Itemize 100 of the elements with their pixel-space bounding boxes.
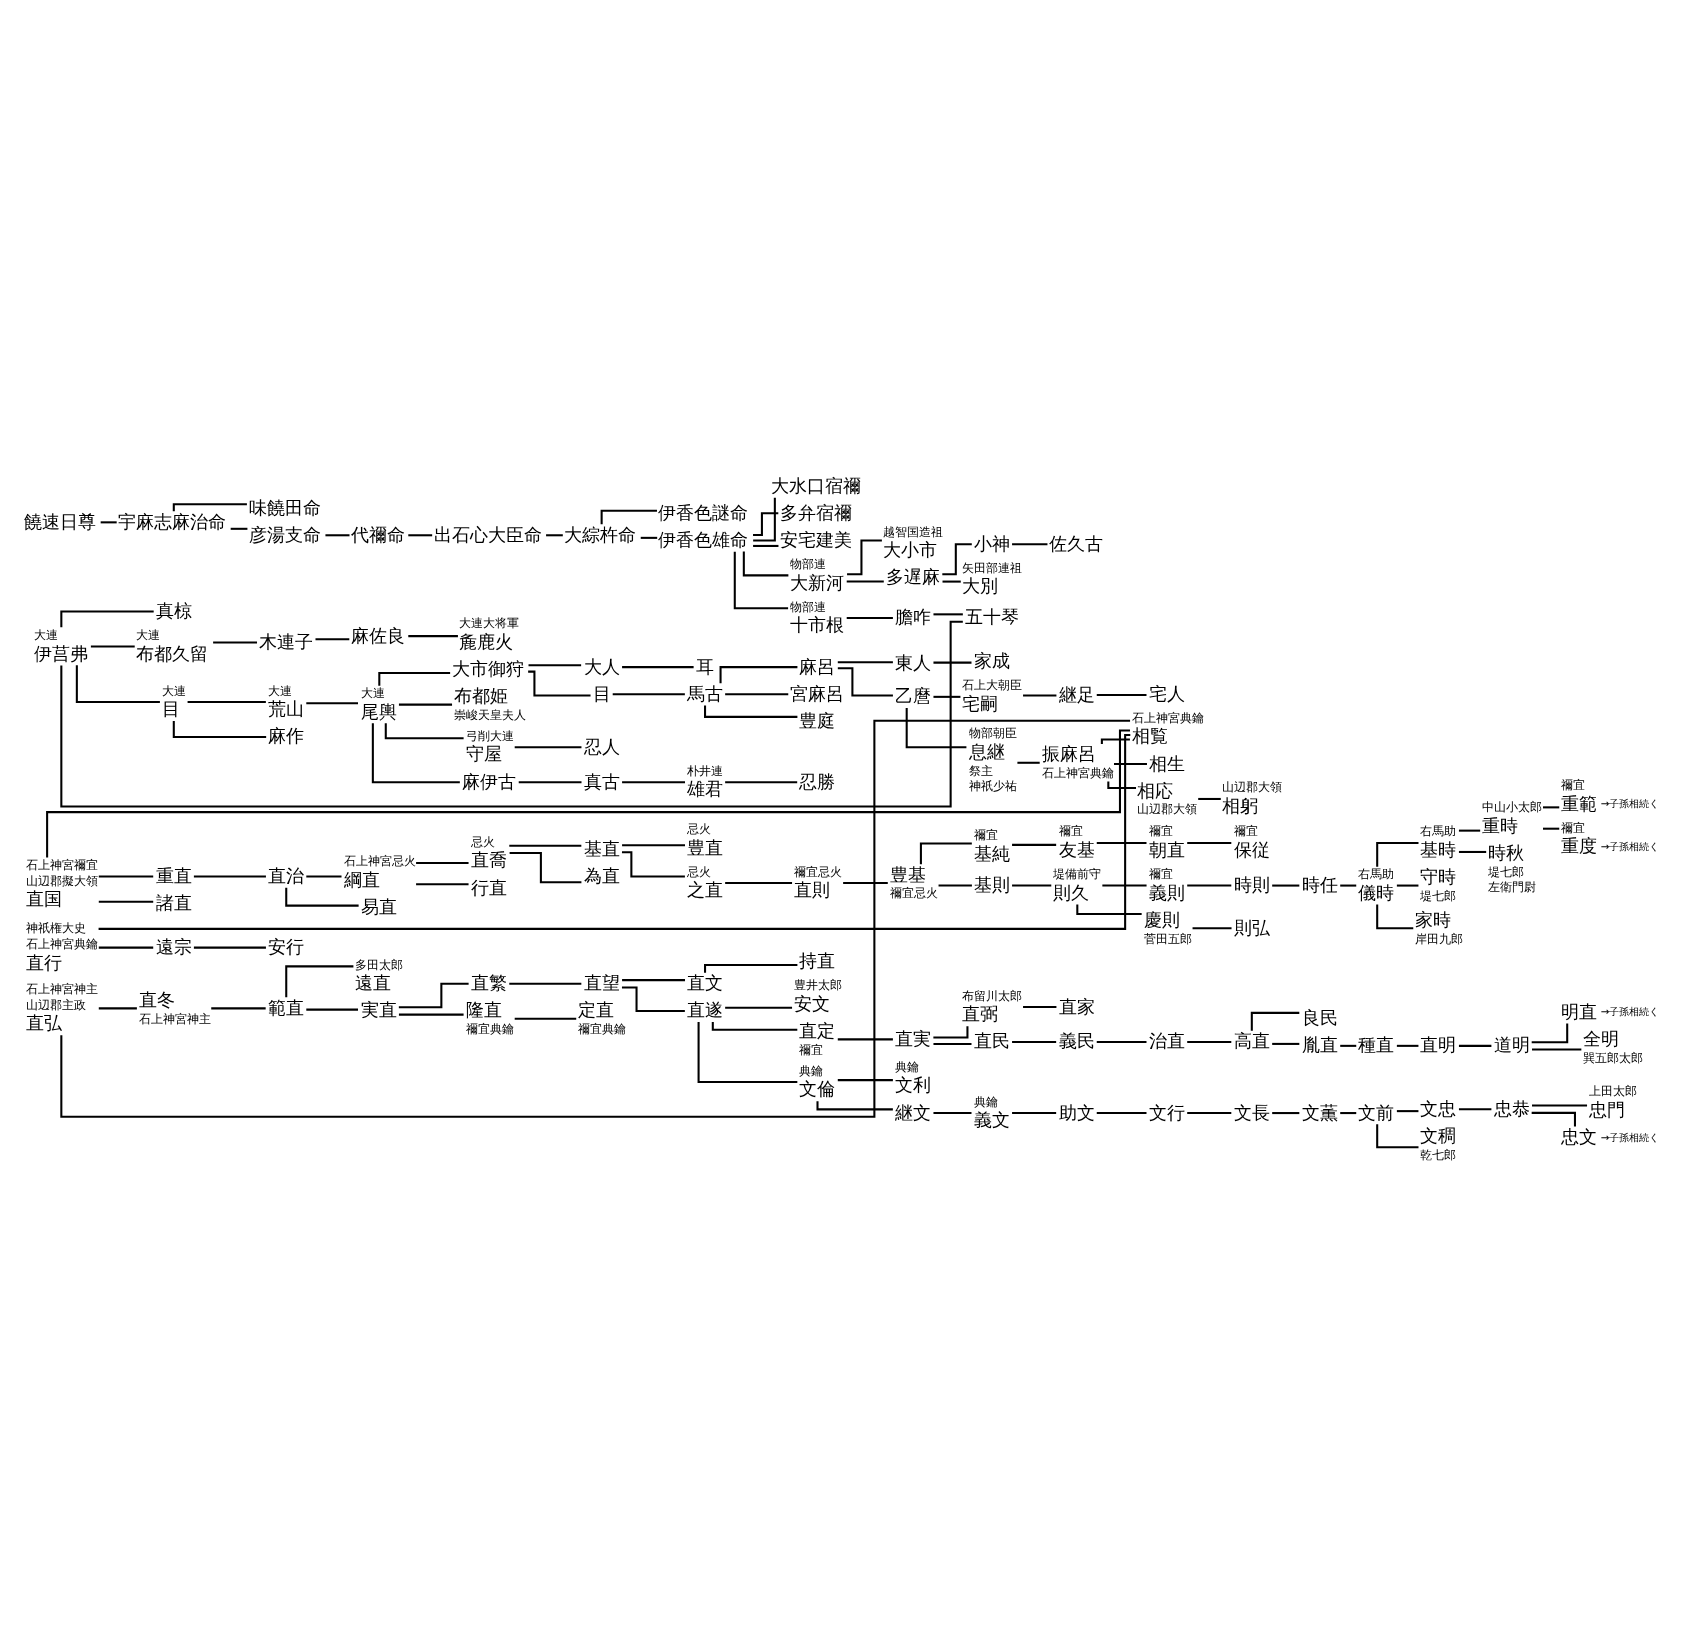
connector bbox=[90, 645, 135, 648]
node-text: 直弘 bbox=[26, 1015, 63, 1036]
connector bbox=[933, 661, 972, 664]
node-text: 文薫 bbox=[1301, 1104, 1338, 1125]
connector bbox=[416, 861, 469, 864]
connector bbox=[697, 1022, 798, 1084]
connector bbox=[1542, 827, 1560, 830]
connector bbox=[187, 701, 266, 704]
connector bbox=[742, 551, 789, 577]
node-text: 大人 bbox=[583, 658, 620, 679]
node-text: 耳 bbox=[696, 658, 714, 679]
node-text: 目 bbox=[162, 701, 181, 722]
node-text: 忍人 bbox=[583, 738, 620, 759]
node-text: 彦湯支命 bbox=[248, 526, 321, 547]
node-text: 大綜杵命 bbox=[564, 526, 637, 547]
connector bbox=[1376, 841, 1419, 867]
connector bbox=[1114, 763, 1147, 766]
node-text: 目 bbox=[592, 685, 611, 706]
connector bbox=[933, 613, 963, 616]
node-text: 家成 bbox=[973, 653, 1010, 674]
connector bbox=[509, 982, 582, 985]
connector bbox=[46, 729, 1131, 858]
connector bbox=[306, 1008, 358, 1011]
node-text: 直冬 bbox=[138, 992, 175, 1013]
connector bbox=[704, 705, 798, 718]
node-text: 安宅建美 bbox=[780, 531, 853, 552]
node-text: 良民 bbox=[1301, 1010, 1338, 1031]
connector bbox=[1376, 1124, 1419, 1149]
node-text: 佐久古 bbox=[1049, 535, 1104, 556]
node-text: 宇麻志麻治命 bbox=[118, 513, 227, 534]
node-text: 行直 bbox=[471, 879, 508, 900]
node-text: 時任 bbox=[1301, 877, 1338, 897]
connector bbox=[1458, 1108, 1492, 1111]
connector bbox=[1250, 1011, 1300, 1031]
node-text: 治直 bbox=[1149, 1033, 1186, 1054]
connector bbox=[1532, 1104, 1588, 1107]
connector bbox=[306, 702, 358, 705]
connector bbox=[1531, 1111, 1576, 1127]
connector bbox=[1096, 1112, 1147, 1115]
node-text: 全明 bbox=[1582, 1030, 1619, 1051]
connector bbox=[1096, 693, 1147, 696]
connector bbox=[408, 635, 458, 638]
node-text: 相生 bbox=[1149, 755, 1186, 776]
node-text: 重度 bbox=[1560, 838, 1597, 859]
connector bbox=[1187, 1112, 1232, 1115]
connector bbox=[847, 539, 882, 576]
connector bbox=[98, 1007, 137, 1010]
node-text: 保従 bbox=[1233, 842, 1270, 863]
node-text: 文稠 bbox=[1420, 1127, 1457, 1148]
node-text: 重直 bbox=[155, 867, 192, 888]
connector bbox=[1187, 1040, 1232, 1043]
node-text: 直明 bbox=[1420, 1037, 1457, 1058]
node-text: 多弁宿禰 bbox=[780, 504, 853, 525]
node-text: 直治 bbox=[268, 867, 305, 888]
node-text: 馬古 bbox=[686, 685, 723, 706]
connector bbox=[837, 1038, 893, 1041]
node-text: 友基 bbox=[1058, 842, 1095, 863]
connector bbox=[1272, 1112, 1300, 1115]
node-text: 大新河 bbox=[790, 574, 845, 595]
connector bbox=[837, 1079, 893, 1082]
connector bbox=[60, 620, 963, 808]
node-text: 重範 bbox=[1560, 795, 1597, 816]
connector bbox=[98, 875, 154, 878]
connector bbox=[622, 844, 685, 847]
connector bbox=[942, 543, 972, 576]
node-text: 伊莒弗 bbox=[34, 645, 89, 666]
node-text: 明直 bbox=[1560, 1003, 1597, 1024]
node-text: 息継 bbox=[968, 743, 1005, 764]
connector bbox=[933, 695, 961, 698]
connector bbox=[938, 884, 972, 887]
connector bbox=[98, 900, 154, 903]
connector bbox=[1107, 781, 1136, 789]
connector bbox=[1187, 841, 1232, 844]
node-text: 出石心大臣命 bbox=[433, 526, 542, 547]
connector bbox=[905, 708, 967, 749]
connector bbox=[285, 887, 359, 907]
node-text: 饒速日尊 bbox=[23, 513, 96, 534]
node-text: 遠直 bbox=[355, 975, 392, 996]
node-text: 文倫 bbox=[799, 1081, 836, 1102]
connector bbox=[1096, 1040, 1147, 1043]
node-text: 麻佐良 bbox=[351, 627, 406, 648]
node-text: 大小市 bbox=[883, 542, 938, 563]
connector bbox=[942, 580, 961, 583]
connector bbox=[193, 946, 266, 949]
connector bbox=[919, 842, 972, 865]
node-text: 直行 bbox=[26, 954, 63, 975]
connector bbox=[60, 610, 154, 628]
connector bbox=[1096, 841, 1147, 844]
connector bbox=[378, 671, 451, 686]
connector bbox=[546, 534, 563, 537]
node-text: 伊香色謎命 bbox=[658, 504, 749, 525]
node-text: 家時 bbox=[1415, 911, 1452, 932]
node-text: 時秋 bbox=[1488, 844, 1525, 865]
node-text: 道明 bbox=[1493, 1037, 1530, 1058]
node-text: 継文 bbox=[895, 1104, 932, 1125]
connector bbox=[514, 1017, 577, 1020]
node-text: 文長 bbox=[1233, 1104, 1270, 1125]
connector bbox=[528, 664, 582, 667]
connector bbox=[1012, 884, 1052, 887]
connector bbox=[1376, 904, 1414, 930]
